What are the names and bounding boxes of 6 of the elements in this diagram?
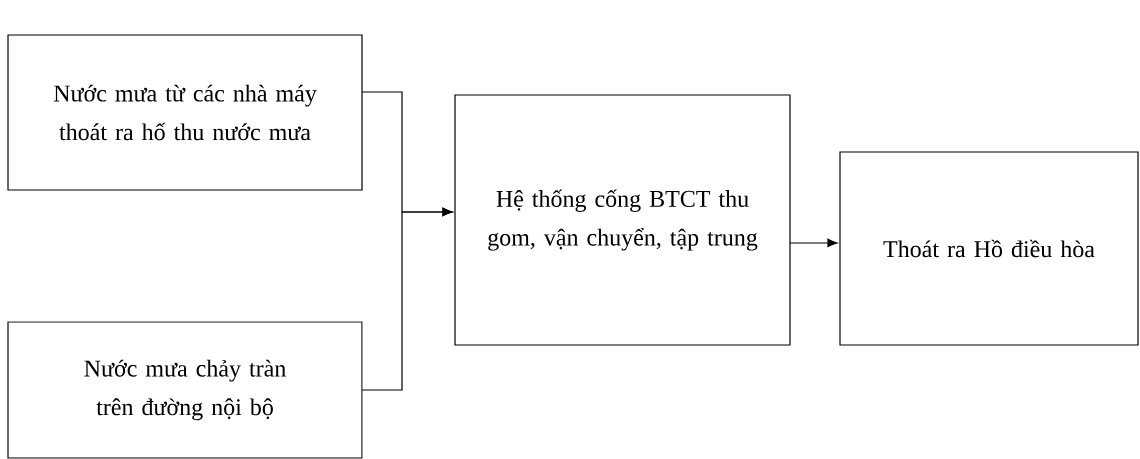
arrow: [789, 238, 838, 248]
arrow: [361, 207, 453, 391]
process-box: Nước mưa từ các nhà máy thoát ra hố thu nước mưa: [7, 34, 363, 191]
process-box: Nước mưa chảy tràn trên đường nội bộ: [7, 321, 363, 459]
process-box: Thoát ra Hồ điều hòa: [839, 151, 1139, 346]
process-box: Hệ thống cống BTCT thu gom, vận chuyển, tập trung: [454, 94, 791, 346]
